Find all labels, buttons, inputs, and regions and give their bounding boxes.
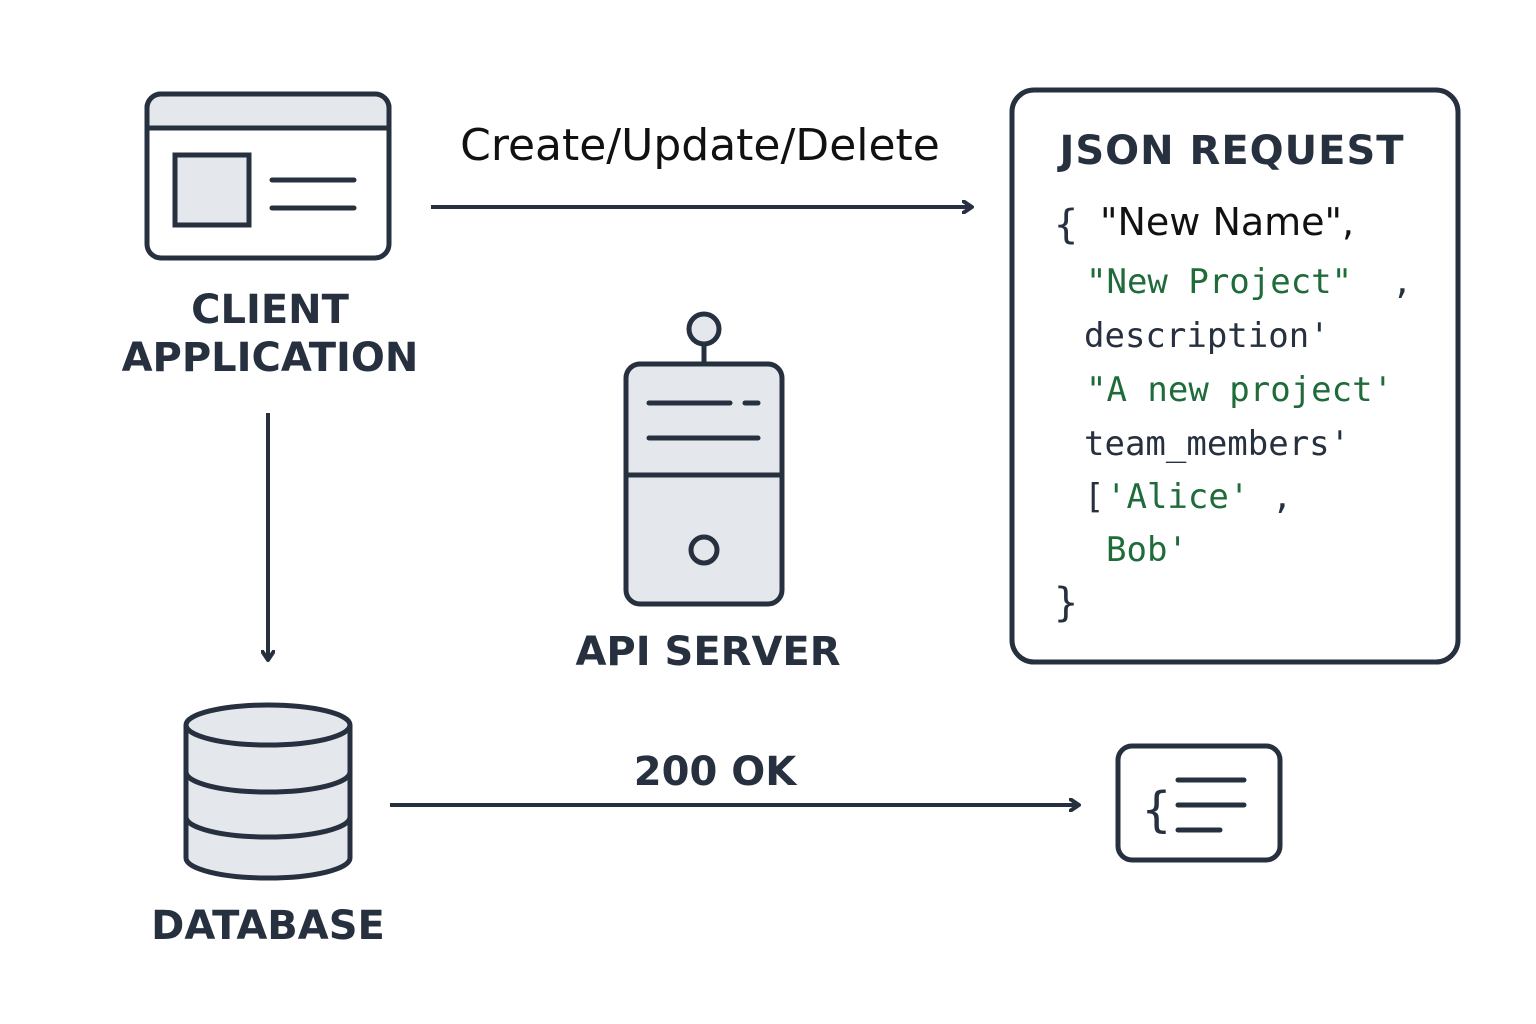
request-edge-label: Create/Update/Delete [460,120,940,171]
json-bob-value: Bob' [1106,530,1188,570]
json-open-brace: { [1054,202,1079,248]
json-project-comma: , [1392,262,1413,302]
client-label-line2: APPLICATION [121,335,419,381]
json-description-key: description' [1084,316,1330,356]
json-list-open: [ [1084,477,1105,517]
json-close-brace: } [1054,580,1079,626]
response-edge-label: 200 OK [633,749,797,795]
json-alice-value: 'Alice' [1106,477,1250,517]
browser-window-icon [144,91,392,261]
json-request-panel [1009,87,1461,665]
database-icon [183,702,353,881]
json-response-icon: { [1115,743,1283,863]
json-project-value: "New Project" [1086,262,1353,302]
json-request-title: JSON REQUEST [1059,128,1405,174]
client-label-line1: CLIENT [191,287,349,333]
json-name-value: "New Name", [1100,200,1355,244]
client-application-label: CLIENT APPLICATION [110,286,430,382]
json-alice-comma: , [1272,477,1293,517]
server-icon [623,311,785,607]
json-description-value: "A new project' [1086,370,1394,410]
database-label: DATABASE [151,903,385,949]
response-brace: { [1142,782,1171,838]
api-server-label: API SERVER [575,629,841,675]
json-team-key: team_members' [1084,424,1351,464]
